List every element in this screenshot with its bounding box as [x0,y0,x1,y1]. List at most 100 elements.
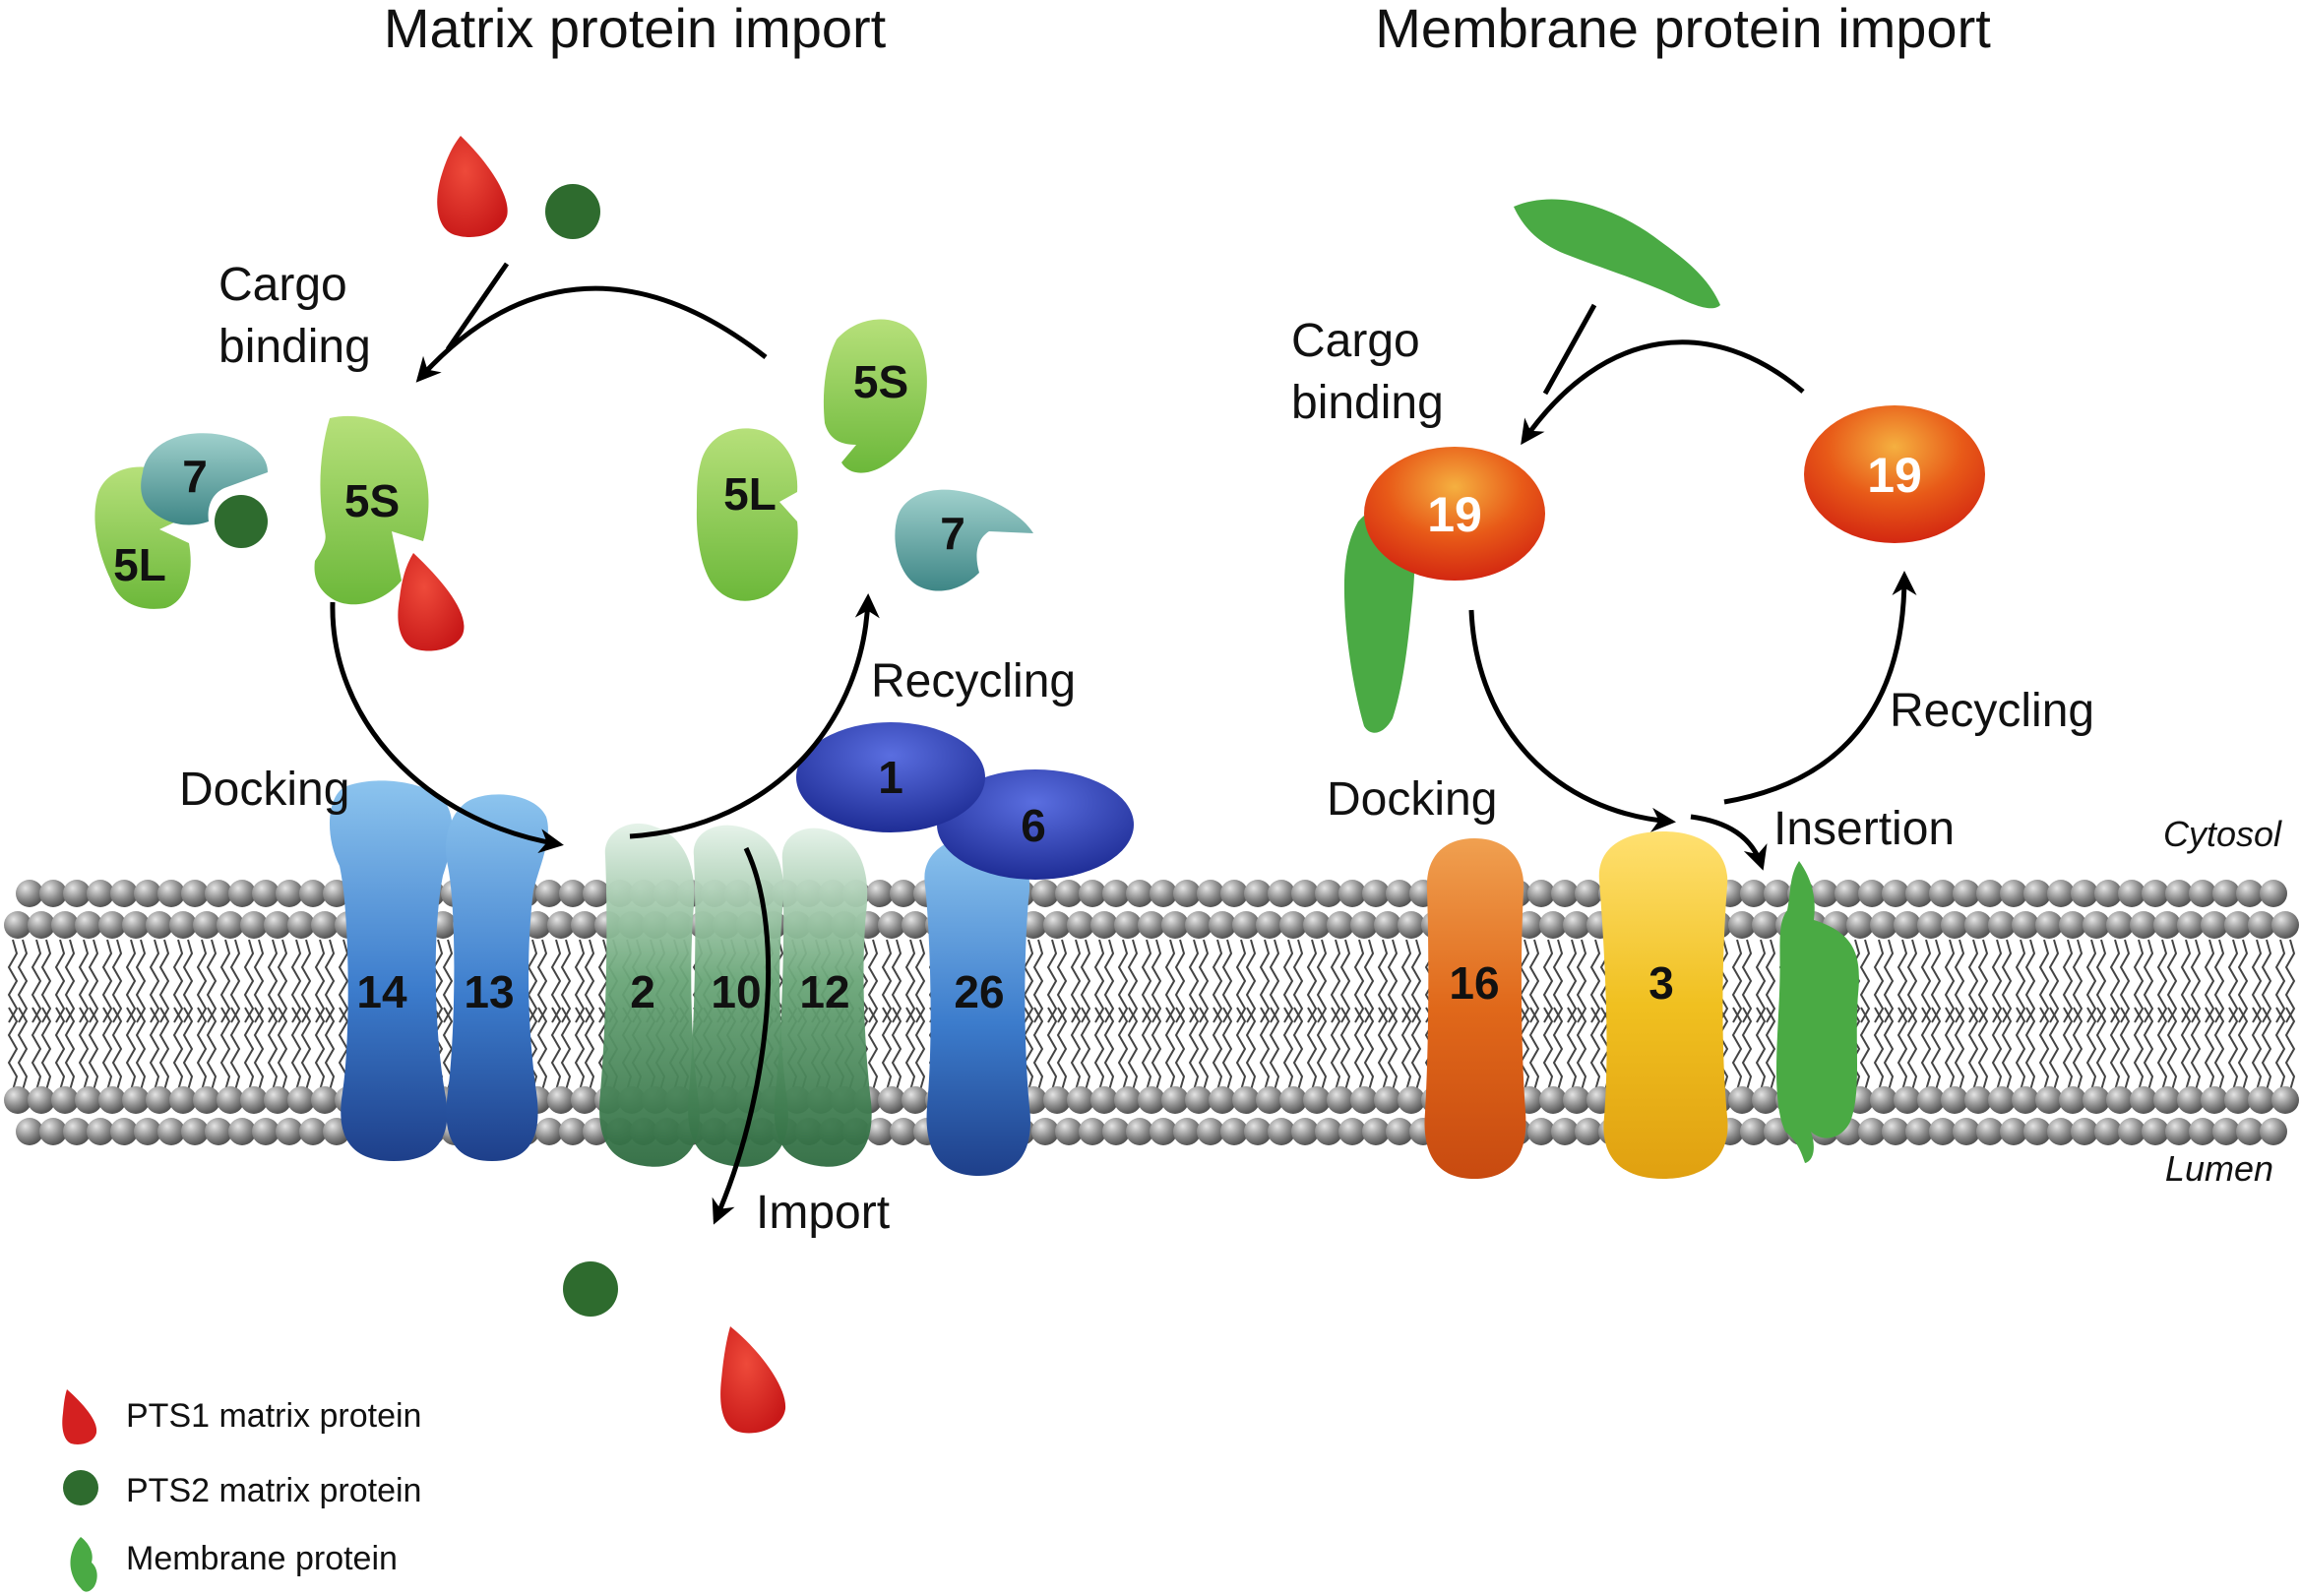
lipid-head [75,1086,102,1114]
lipid-tail [1400,939,1412,1023]
lipid-head [902,1086,929,1114]
lipid-head [559,880,587,907]
lipid-head [1905,1118,1933,1145]
pex7-free-label: 7 [940,508,965,559]
lipid-head [2153,911,2181,939]
pex5s-free-receptor [823,319,927,473]
lipid-tail [1269,1007,1280,1091]
lipid-tail [300,939,312,1023]
pex13-label: 13 [464,966,514,1017]
lipid-tail [442,939,454,1023]
lipid-head [1527,1118,1555,1145]
lipid-tail [550,939,562,1023]
lipid-head [264,1086,291,1114]
lipid-head [1173,880,1201,907]
lipid-head [1858,880,1886,907]
lipid-tail [1363,1007,1375,1091]
lipid-tail [1897,939,1908,1023]
lipid-tail [1070,1007,1082,1091]
lipid-tail [229,1007,241,1091]
lipid-tail [432,939,444,1023]
lipid-head [878,911,905,939]
lipid-tail [2190,1007,2202,1091]
lipid-tail [182,939,194,1023]
lipid-tail [904,939,916,1023]
lipid-tail [229,939,241,1023]
lipid-head [1327,911,1354,939]
lipid-head [1527,880,1555,907]
lipid-tail [243,939,255,1023]
lipid-tail [1552,1007,1564,1091]
lipid-tail [1117,1007,1129,1091]
lipid-head [1764,880,1791,907]
lipid-head [1126,1118,1153,1145]
lipid-head [2071,1118,2098,1145]
lipid-tail [243,1007,255,1091]
legend-pts1-icon [62,1389,97,1444]
lipid-head [1905,880,1933,907]
lipid-head [902,911,929,939]
lipid-tail [1897,1007,1908,1091]
lipid-head [1185,911,1213,939]
lipid-tail [1967,939,1979,1023]
lipid-tail [1576,939,1587,1023]
lipid-tail [1387,1007,1399,1091]
lipid-tail [1292,1007,1304,1091]
pex7-bound-receptor [141,433,268,525]
lipid-tail [584,939,595,1023]
lipid-head [134,1118,161,1145]
lipid-tail [1259,939,1271,1023]
lipid-tail [2204,1007,2215,1091]
lipid-tail [2227,939,2239,1023]
lipid-tail [536,1007,548,1091]
lipid-head [122,911,150,939]
lipid-tail [31,939,42,1023]
lipid-head [2142,880,2169,907]
lipid-tail [125,939,137,1023]
lipid-tail [1141,939,1152,1023]
lipid-tail [1930,939,1942,1023]
lipid-head [1209,1086,1236,1114]
lipid-tail [2274,939,2286,1023]
lipid-head [1150,880,1177,907]
lipid-tail [1542,939,1554,1023]
lipid-tail [1954,939,1965,1023]
lipid-tail [1235,1007,1247,1091]
lipid-head [2153,1086,2181,1114]
lipid-head [2212,880,2240,907]
lipid-head [1161,911,1189,939]
lipid-tail [1873,1007,1885,1091]
lipid-tail [206,1007,218,1091]
lipid-tail [881,1007,893,1091]
lipid-tail [2038,939,2050,1023]
lipid-tail [1528,1007,1540,1091]
lipid-head [559,1118,587,1145]
lipid-head [2035,1086,2063,1114]
lipid-tail [1765,1007,1776,1091]
inserted-membrane-protein [1776,861,1859,1163]
lipid-tail [891,939,902,1023]
lipid-tail [314,1007,326,1091]
pex2-label: 2 [630,966,655,1017]
lipid-head [2189,1118,2216,1145]
lipid-head [228,1118,256,1145]
lipid-head [2236,1118,2264,1145]
lipid-tail [1198,939,1210,1023]
lipid-head [1138,911,1165,939]
lipid-tail [2284,939,2296,1023]
lipid-tail [40,1007,52,1091]
lipid-head [1988,1086,2016,1114]
lipid-tail [1188,939,1200,1023]
lipid-tail [1387,939,1399,1023]
lipid-tail [1377,939,1389,1023]
recycling-arrow [629,593,880,839]
lipid-tail [1883,939,1895,1023]
lipid-head [1894,1086,1921,1114]
lipid-tail [1282,1007,1294,1091]
pex26-label: 26 [954,966,1004,1017]
lipid-head [1031,1118,1059,1145]
lipid-head [1338,880,1366,907]
lipid-head [110,880,138,907]
lipid-head [1752,911,1779,939]
lipid-head [1031,880,1059,907]
